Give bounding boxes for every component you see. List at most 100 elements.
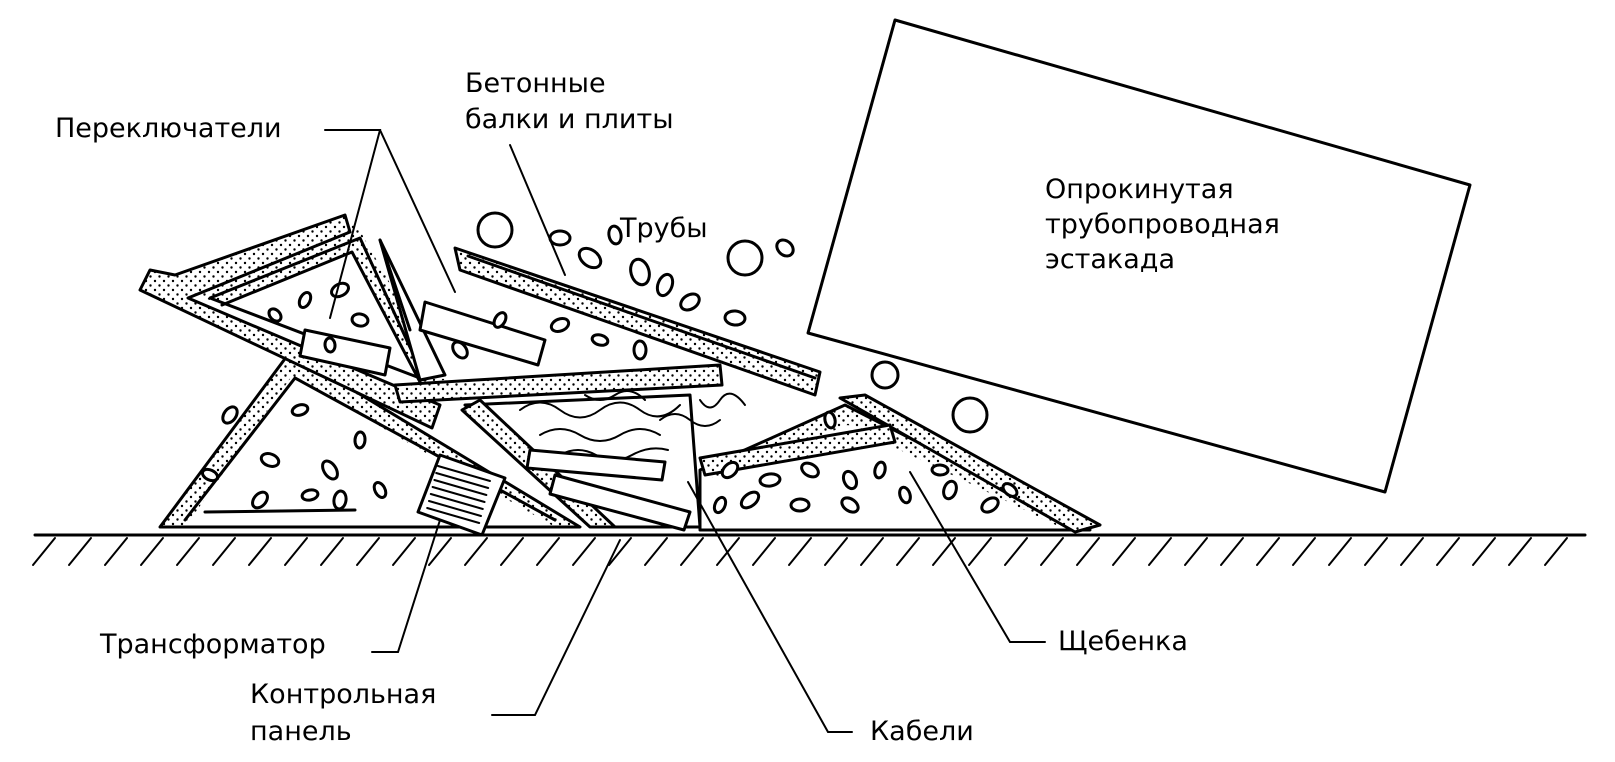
gravel-stone (607, 224, 623, 246)
gravel-stone (739, 490, 761, 510)
transformer-unit (416, 453, 507, 537)
hatch-line (1184, 537, 1208, 566)
gravel-stone (679, 292, 701, 312)
hatch-line (752, 537, 776, 566)
gravel-stone (980, 496, 1000, 514)
hatch-line (644, 537, 668, 566)
hatch-line (1220, 537, 1244, 566)
hatch-line (1328, 537, 1352, 566)
gravel-stone (800, 461, 820, 479)
label-trestle-line1: Опрокинутая (1045, 174, 1234, 205)
gravel-stone (840, 496, 860, 514)
hatch-line (1112, 537, 1136, 566)
labels: Переключатели Бетонные балки и плиты Тру… (55, 68, 1280, 747)
hatch-line (824, 537, 848, 566)
gravel-stone (841, 469, 859, 491)
overturned-trestle (806, 18, 1472, 494)
gravel-stone (548, 229, 572, 247)
gravel-stone (577, 246, 603, 270)
transformer-grille-line (429, 493, 484, 510)
hatch-line (428, 537, 452, 566)
gravel-stone (632, 339, 648, 361)
label-pipes: Трубы (619, 213, 708, 244)
gravel-stone (259, 452, 281, 468)
switch-box-left (298, 328, 392, 377)
hatch-line (104, 537, 128, 566)
gravel-stone (775, 238, 795, 258)
hatch-line (176, 537, 200, 566)
hatch-line (860, 537, 884, 566)
gravel-stone (321, 459, 339, 481)
gravel-stone (655, 272, 675, 298)
center-triangle-slab (378, 238, 447, 382)
gravel-stone (549, 316, 571, 334)
switch-box-right (418, 300, 547, 367)
hatch-line (1076, 537, 1100, 566)
hatch-line (356, 537, 380, 566)
panel-beam-1 (525, 448, 667, 482)
gravel-stone (723, 309, 747, 327)
hatch-line (500, 537, 524, 566)
gravel-stone (712, 495, 728, 515)
gravel-stone (297, 290, 313, 310)
gravel-stone (251, 490, 269, 510)
gravel-stone (1001, 482, 1019, 498)
label-switches: Переключатели (55, 113, 282, 144)
gravel-stone (350, 312, 370, 328)
hatch-line (464, 537, 488, 566)
hatch-line (32, 537, 56, 566)
hatch-line (1292, 537, 1316, 566)
hatch-line (212, 537, 236, 566)
pipes (476, 211, 989, 434)
gravel-stone (720, 460, 740, 480)
gravel-stone (898, 485, 912, 505)
label-gravel: Щебенка (1058, 626, 1188, 657)
hatch-line (1436, 537, 1460, 566)
hatch-line (1472, 537, 1496, 566)
left-long-beam (138, 213, 442, 430)
label-control-line2: панель (250, 716, 352, 747)
hatch-line (140, 537, 164, 566)
hatch-line (1004, 537, 1028, 566)
ground (32, 533, 1587, 566)
ground-hatching (32, 537, 1568, 566)
gravel-stone (451, 340, 469, 360)
hatch-line (608, 537, 632, 566)
gravel-stone (300, 488, 320, 502)
transformer-grille-line (428, 500, 482, 517)
gravel-stones (200, 224, 1019, 515)
label-control-line1: Контрольная (250, 679, 436, 710)
gravel-stone (942, 479, 958, 501)
hatch-line (1544, 537, 1568, 566)
hatch-line (248, 537, 272, 566)
label-trestle-line2: трубопроводная (1045, 209, 1280, 240)
hatch-line (392, 537, 416, 566)
label-trestle-line3: эстакада (1045, 244, 1175, 275)
gravel-stone (332, 489, 348, 511)
cables (519, 390, 746, 461)
gravel-stone (873, 460, 887, 480)
hatch-line (536, 537, 560, 566)
label-beams-line2: балки и плиты (465, 104, 674, 135)
hatch-line (284, 537, 308, 566)
gravel-stone (221, 405, 239, 425)
gravel-stone (789, 497, 811, 513)
gravel-stone (930, 463, 950, 477)
transformer-grille-line (437, 465, 491, 482)
hatch-line (1400, 537, 1424, 566)
hatch-line (572, 537, 596, 566)
leader-lines (324, 129, 1046, 733)
concrete-beam-top (453, 246, 822, 397)
hatch-line (68, 537, 92, 566)
label-beams-line1: Бетонные (465, 68, 606, 99)
transformer-grille-line (426, 507, 481, 524)
hatch-line (788, 537, 812, 566)
hatch-line (896, 537, 920, 566)
gravel-stone (629, 257, 651, 287)
gravel-stone (267, 307, 283, 323)
gravel-stone (758, 472, 782, 488)
transformer-grille-line (433, 479, 488, 496)
gravel-stone (823, 410, 837, 430)
gravel-stone (492, 311, 508, 329)
